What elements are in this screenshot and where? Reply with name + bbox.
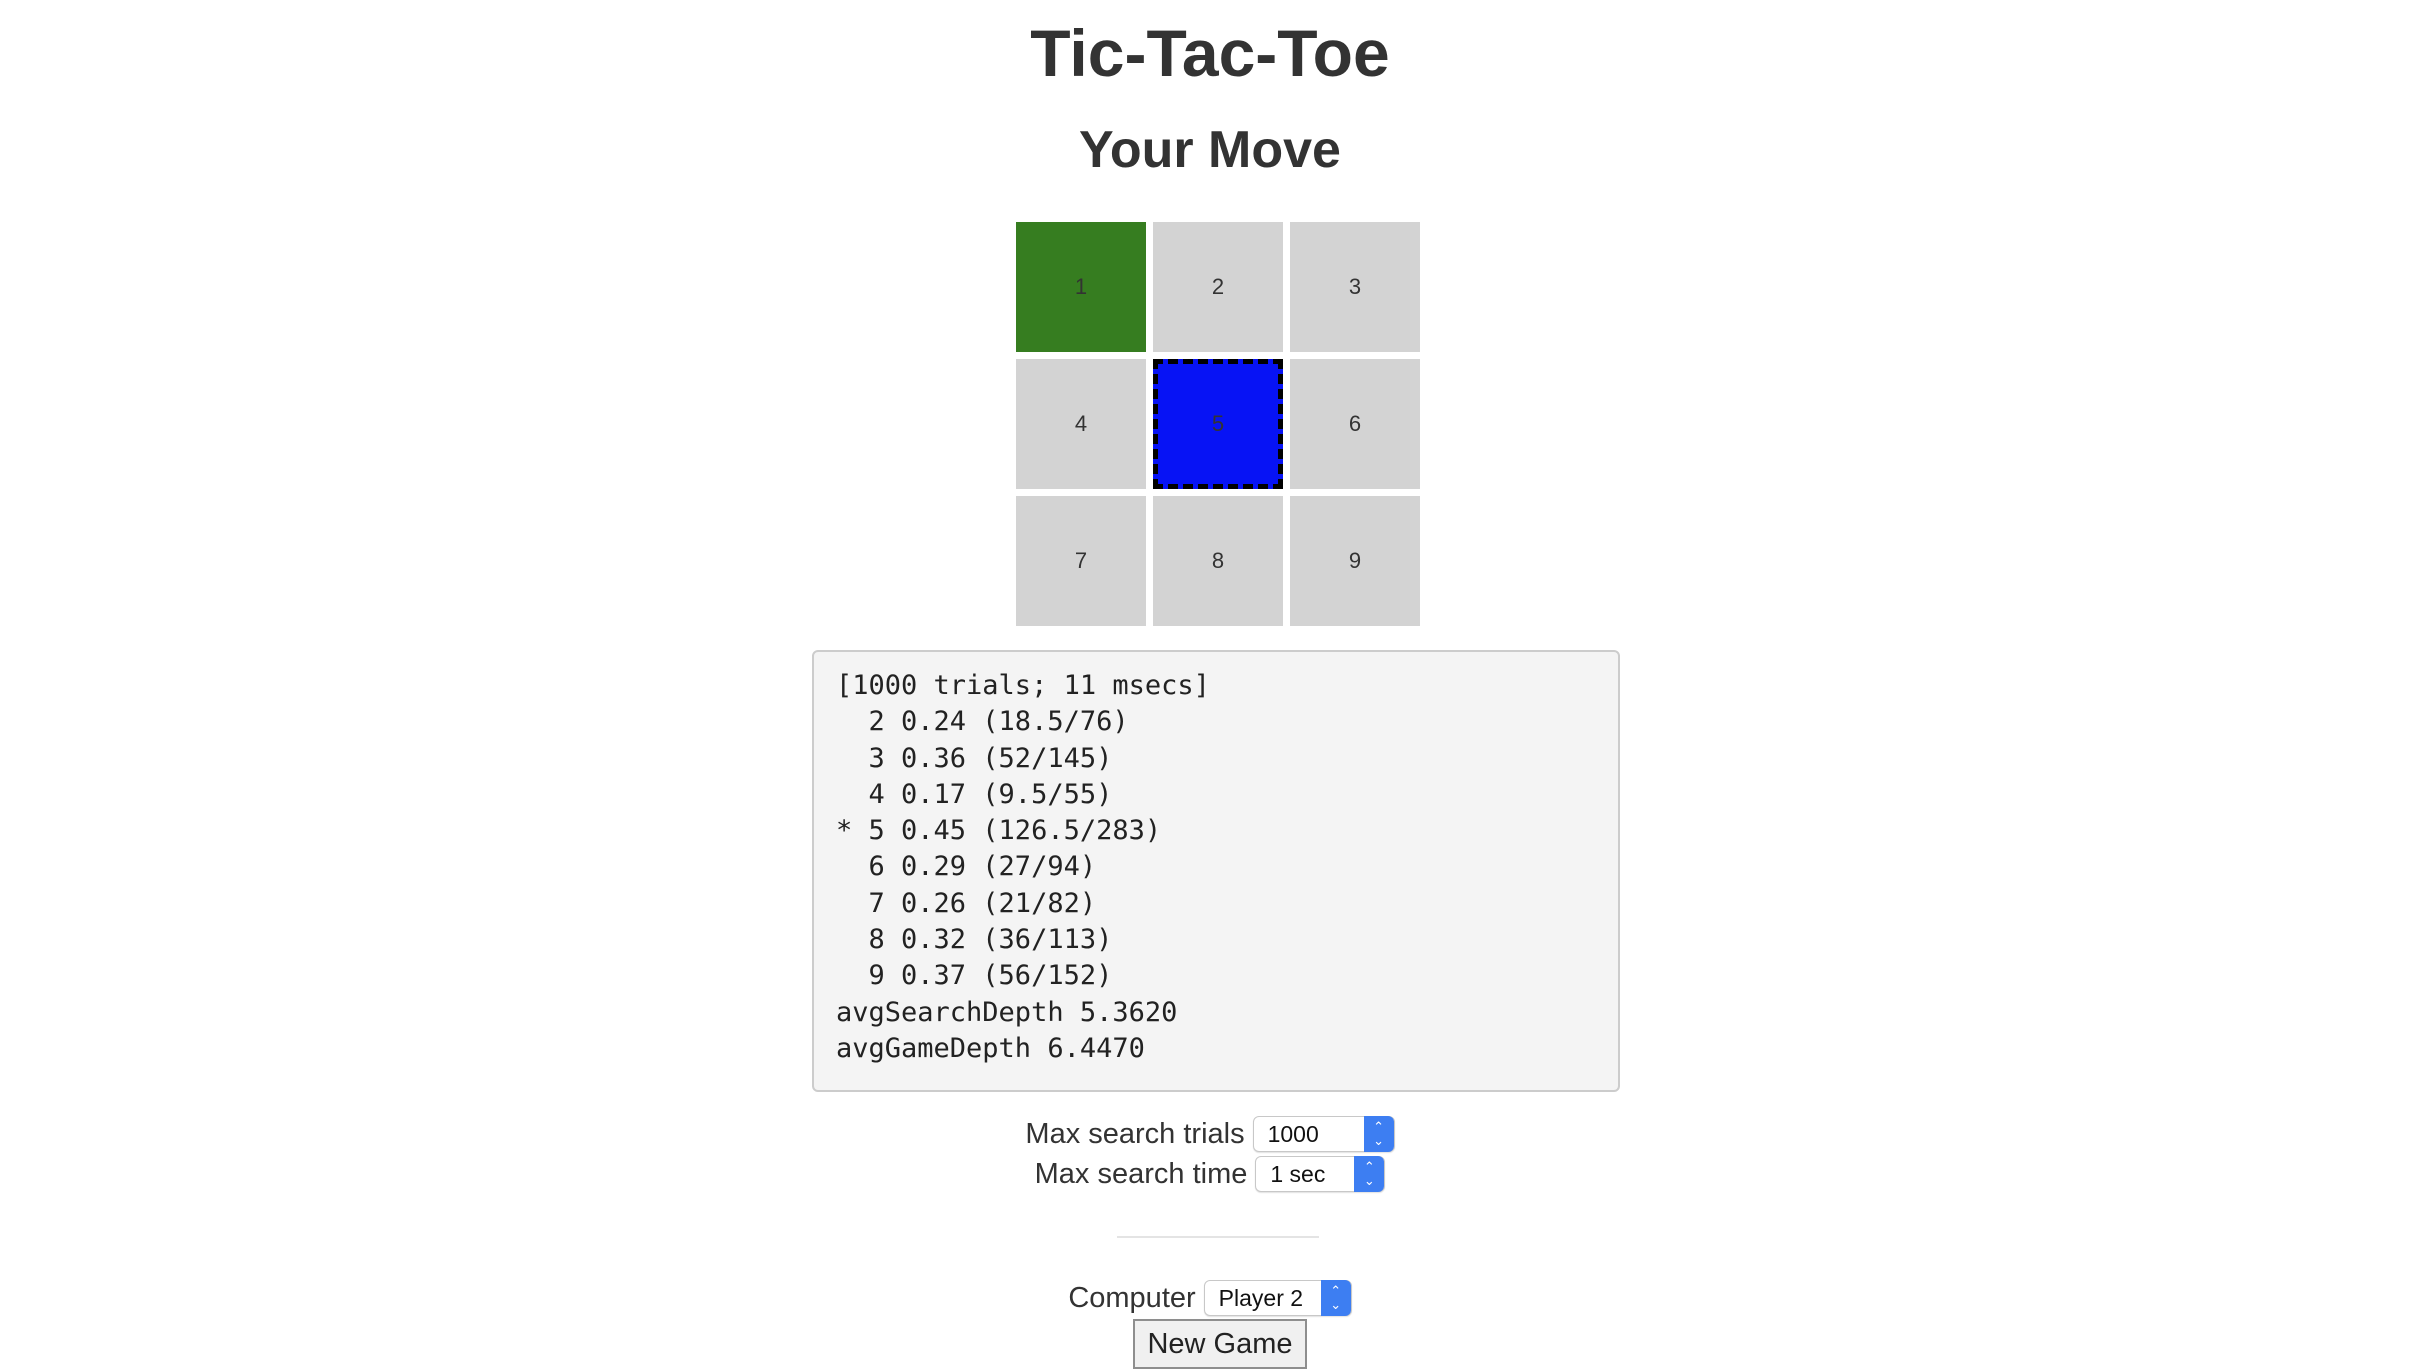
search-log-line: 4 0.17 (9.5/55) [836, 778, 1113, 810]
board-cell-8[interactable]: 8 [1153, 496, 1283, 626]
search-log-line: 8 0.32 (36/113) [836, 924, 1113, 956]
computer-row: Computer Player 2 ⌃⌄ [0, 1280, 2420, 1316]
search-log-line: 6 0.29 (27/94) [836, 851, 1097, 883]
board-cell-5[interactable]: 5 [1153, 359, 1283, 489]
search-log-line: 7 0.26 (21/82) [836, 887, 1097, 919]
search-log-line: avgGameDepth 6.4470 [836, 1032, 1145, 1064]
search-log-line: 9 0.37 (56/152) [836, 960, 1113, 992]
board-cell-1[interactable]: 1 [1016, 222, 1146, 352]
game-status: Your Move [1079, 121, 1341, 179]
max-trials-label: Max search trials [1025, 1117, 1245, 1150]
computer-label: Computer [1068, 1281, 1196, 1314]
computer-player-value: Player 2 [1218, 1284, 1304, 1311]
max-trials-select[interactable]: 1000 ⌃⌄ [1252, 1116, 1395, 1152]
game-board: 1 2 3 4 5 6 7 8 9 [1016, 222, 1420, 626]
max-trials-value: 1000 [1267, 1120, 1319, 1147]
max-time-label: Max search time [1034, 1157, 1248, 1190]
search-log-line: [1000 trials; 11 msecs] [836, 670, 1210, 701]
board-cell-6[interactable]: 6 [1290, 359, 1420, 489]
board-cell-2[interactable]: 2 [1153, 222, 1283, 352]
board-cell-3[interactable]: 3 [1290, 222, 1420, 352]
computer-player-select[interactable]: Player 2 ⌃⌄ [1203, 1280, 1352, 1316]
board-cell-9[interactable]: 9 [1290, 496, 1420, 626]
page-title: Tic-Tac-Toe [1030, 16, 1390, 90]
select-arrows-icon: ⌃⌄ [1320, 1280, 1351, 1316]
select-arrows-icon: ⌃⌄ [1363, 1116, 1394, 1152]
board-cell-4[interactable]: 4 [1016, 359, 1146, 489]
max-time-row: Max search time 1 sec ⌃⌄ [0, 1156, 2420, 1192]
select-arrows-icon: ⌃⌄ [1354, 1156, 1385, 1192]
search-log-line: 3 0.36 (52/145) [836, 742, 1113, 774]
board-cell-7[interactable]: 7 [1016, 496, 1146, 626]
max-trials-row: Max search trials 1000 ⌃⌄ [0, 1116, 2420, 1152]
divider [1117, 1236, 1319, 1238]
max-time-select[interactable]: 1 sec ⌃⌄ [1255, 1156, 1386, 1192]
search-log-line: avgSearchDepth 5.3620 [836, 996, 1178, 1028]
max-time-value: 1 sec [1270, 1160, 1326, 1187]
search-log-line: 2 0.24 (18.5/76) [836, 706, 1129, 738]
new-game-button[interactable]: New Game [1133, 1319, 1307, 1369]
search-log: [1000 trials; 11 msecs] 2 0.24 (18.5/76)… [812, 650, 1620, 1092]
search-log-line: * 5 0.45 (126.5/283) [836, 815, 1162, 847]
